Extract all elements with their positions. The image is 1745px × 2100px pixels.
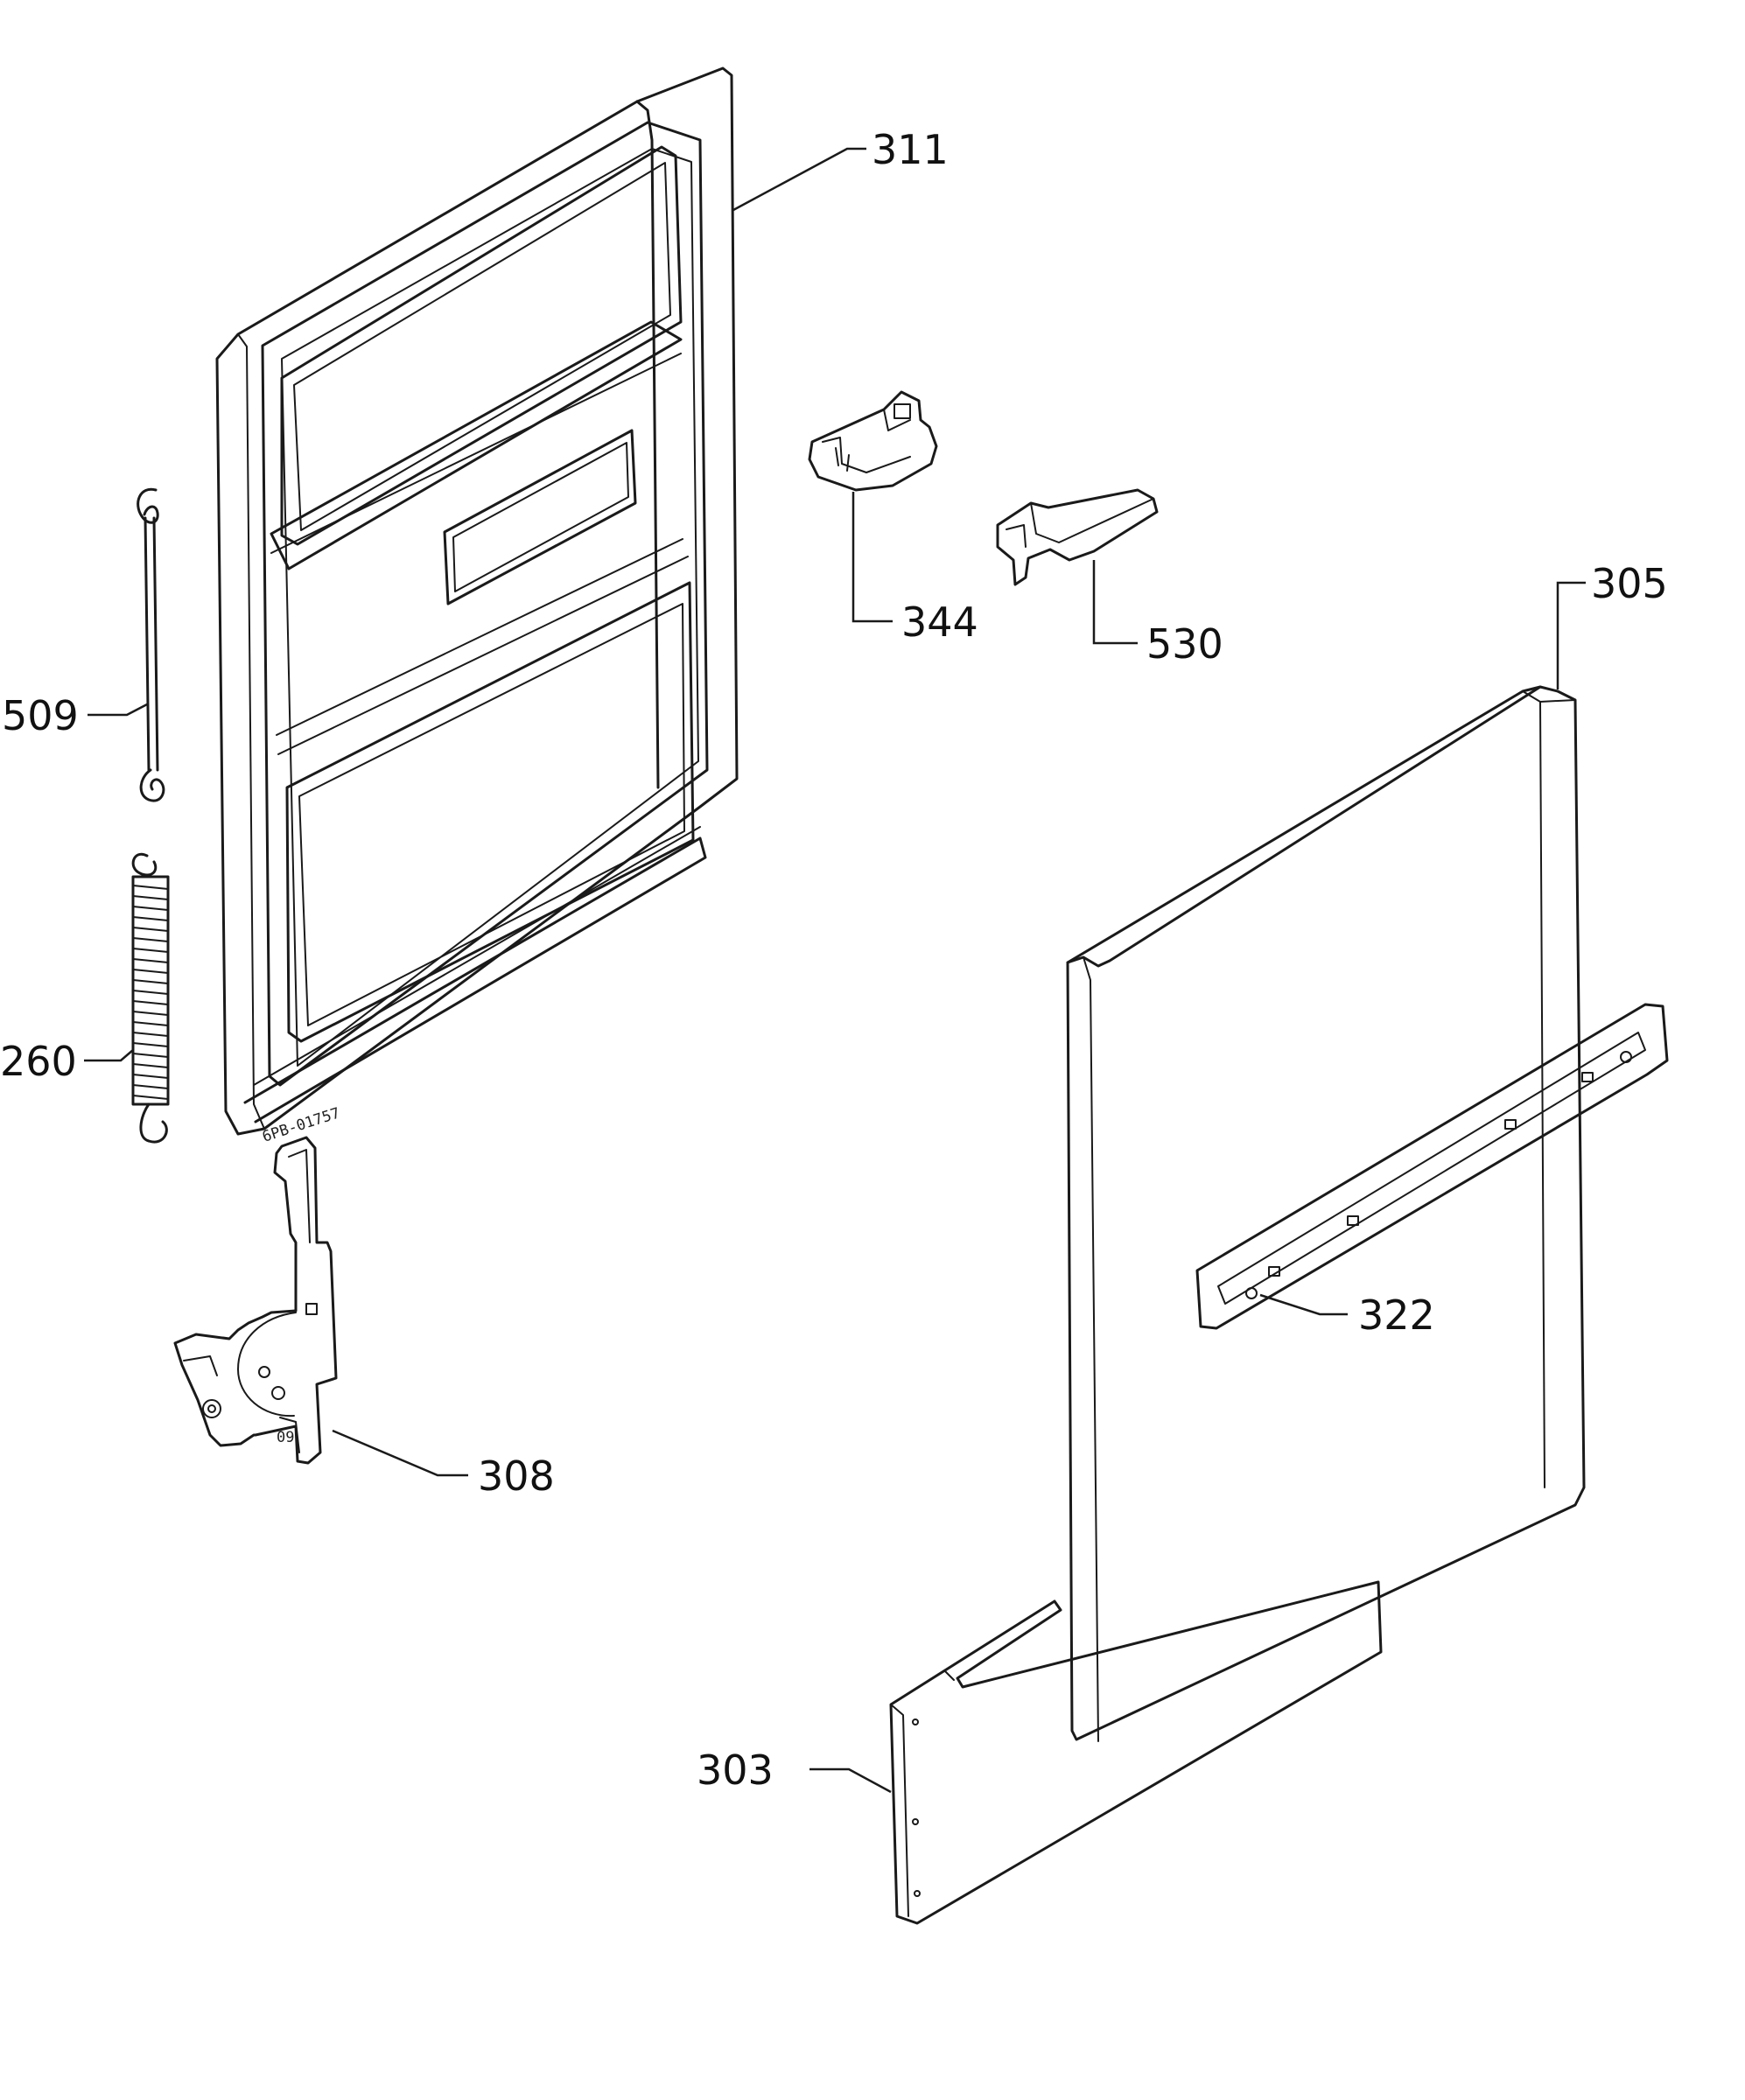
callout-260: 260 — [0, 1038, 77, 1085]
callout-530: 530 — [1146, 620, 1223, 668]
leader-260 — [84, 1049, 134, 1062]
leader-530 — [1092, 560, 1138, 645]
kick-plate — [889, 1580, 1383, 1925]
callout-322: 322 — [1358, 1292, 1435, 1339]
svg-text:09: 09 — [277, 1429, 294, 1446]
callout-344: 344 — [901, 598, 978, 646]
leader-344 — [851, 492, 893, 623]
callout-305: 305 — [1591, 560, 1668, 607]
leader-305 — [1556, 581, 1586, 690]
leader-303 — [809, 1768, 892, 1794]
door-hinge: 09 — [173, 1136, 338, 1465]
inner-door-panel — [215, 66, 739, 1136]
door-latch — [808, 390, 938, 492]
leader-509 — [88, 703, 148, 717]
door-handle — [996, 488, 1159, 586]
callout-311: 311 — [872, 126, 949, 173]
link-rod — [137, 487, 165, 802]
door-spring — [131, 852, 170, 1144]
handle-strip — [1195, 1003, 1669, 1330]
leader-308 — [332, 1429, 468, 1477]
leader-311 — [732, 147, 866, 212]
callout-308: 308 — [478, 1452, 555, 1500]
callout-509: 509 — [2, 692, 79, 739]
outer-door-panel — [1066, 685, 1586, 1742]
leader-322 — [1259, 1293, 1348, 1316]
callout-303: 303 — [697, 1746, 774, 1794]
